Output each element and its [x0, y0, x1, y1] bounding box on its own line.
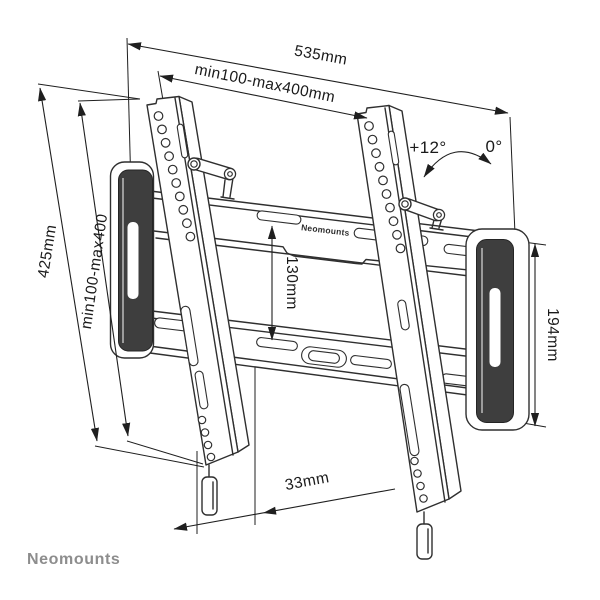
brand-logo: Neomounts	[27, 551, 120, 568]
tilt-max-label: +12°	[409, 138, 446, 157]
dim-line-vesa-height	[77, 102, 131, 437]
dimension-lines	[38, 42, 540, 531]
right-end-cap	[465, 228, 530, 431]
right-pull-strap	[416, 523, 433, 560]
dim-total-height-label: 425mm	[35, 223, 60, 279]
dim-line-vesa-width	[159, 74, 368, 120]
left-pull-strap	[201, 476, 218, 516]
left-end-cap	[109, 161, 155, 359]
right-tilt-link	[398, 197, 446, 231]
dim-vesa-width-label: min100-max400mm	[193, 61, 336, 106]
tilt-arrow-icon	[423, 151, 492, 178]
locking-slider	[301, 346, 347, 368]
depth-mid-arrowhead	[263, 506, 277, 515]
dim-total-width-label: 535mm	[293, 42, 349, 68]
right-vesa-bracket	[356, 104, 462, 560]
tilt-zero-label: 0°	[485, 137, 502, 156]
dim-depth-label: 33mm	[284, 469, 331, 494]
dim-endcap-height-label: 194mm	[544, 308, 561, 362]
plate-brand-label: Neomounts	[301, 222, 350, 238]
dim-vesa-height-label: min100-max400	[78, 213, 111, 331]
dim-line-depth	[173, 488, 396, 531]
left-tilt-link	[187, 157, 237, 200]
dim-center-spacing-label: 130mm	[283, 256, 300, 310]
wall-plate: Neomounts	[148, 190, 491, 399]
